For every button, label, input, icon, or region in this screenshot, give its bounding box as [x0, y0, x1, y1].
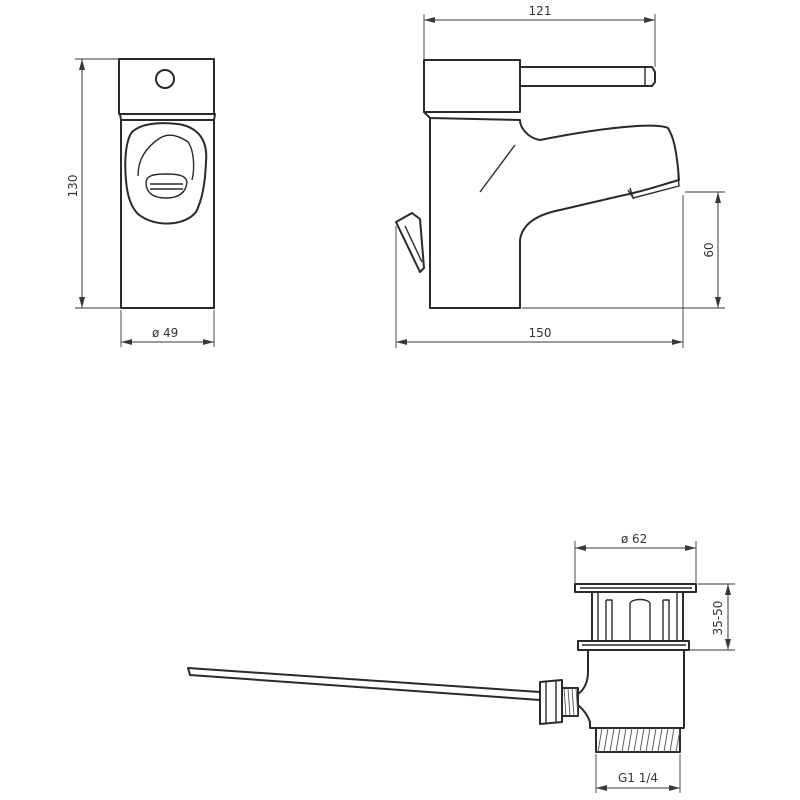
front-body	[119, 113, 216, 309]
front-handle-hole	[155, 69, 175, 89]
side-body-spout	[423, 111, 680, 309]
waste-diameter-label: 62	[632, 532, 647, 546]
waste-diameter-symbol: ø	[621, 532, 628, 546]
side-handle-cap	[423, 59, 521, 113]
waste-height-dimension: 35-50	[690, 583, 735, 651]
waste-diameter-dimension: ø 62	[574, 532, 697, 584]
waste-thread-lines	[597, 727, 681, 753]
front-view	[118, 58, 216, 309]
front-diameter-symbol: ø	[152, 326, 159, 340]
front-handle-cap	[118, 58, 215, 115]
side-popup-knob	[395, 212, 425, 273]
side-lever	[519, 66, 656, 87]
front-height-dimension: 130	[66, 58, 121, 309]
total-length-dimension: 150	[395, 195, 684, 348]
spout-height-dimension: 60	[522, 191, 725, 309]
front-height-label: 130	[66, 175, 80, 198]
total-length-label: 150	[529, 326, 552, 340]
waste-cage	[591, 591, 684, 642]
front-aerator	[145, 173, 188, 199]
side-width-label: 121	[529, 4, 552, 18]
side-view	[395, 59, 680, 309]
waste-thread-body	[595, 727, 681, 753]
spout-height-label: 60	[702, 242, 716, 257]
side-width-dimension: 121	[423, 4, 656, 67]
front-diameter-dimension: ø 49	[120, 310, 215, 347]
waste-assembly	[187, 583, 697, 753]
waste-flange	[574, 583, 697, 593]
waste-height-label: 35-50	[711, 601, 725, 636]
waste-thread-dimension: G1 1/4	[595, 754, 681, 793]
waste-thread-label: G1 1/4	[618, 771, 658, 785]
waste-rod-nut	[539, 679, 563, 725]
front-diameter-label: 49	[163, 326, 178, 340]
waste-lower-flange	[577, 640, 690, 651]
waste-pull-rod	[187, 667, 541, 701]
waste-side-thread-lines	[563, 687, 579, 717]
waste-body	[577, 649, 685, 729]
front-spout-outline	[124, 122, 208, 225]
